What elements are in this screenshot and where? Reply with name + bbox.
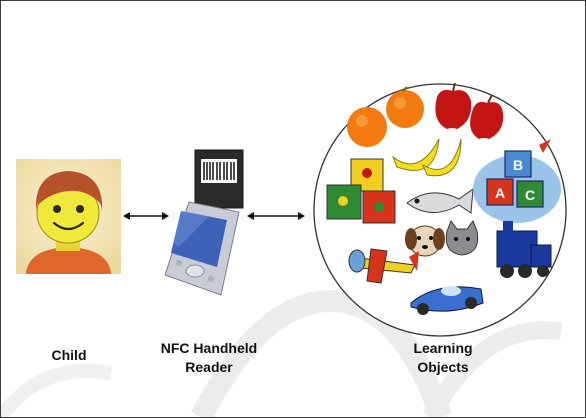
svg-text:A: A: [495, 185, 505, 201]
child-label: Child: [39, 346, 99, 365]
arrow-child-reader: [123, 212, 169, 220]
toy-blocks-icon: [326, 158, 396, 224]
svg-text:C: C: [525, 187, 535, 203]
orange-icon: [347, 86, 424, 147]
nfc-reader-icon: [164, 149, 244, 296]
train-icon: [496, 221, 552, 278]
cat-icon: [445, 219, 479, 256]
svg-text:B: B: [513, 157, 523, 173]
reader-label-line2: Reader: [185, 359, 233, 375]
learning-objects-circle: B A C: [313, 82, 567, 337]
child-label-text: Child: [51, 347, 87, 363]
dog-icon: [405, 225, 445, 257]
objects-label-line2: Objects: [417, 359, 469, 375]
reader-label: NFC Handheld Reader: [149, 339, 269, 377]
objects-label: Learning Objects: [393, 339, 493, 377]
apple-icon: [435, 82, 504, 139]
arrow-reader-objects: [247, 212, 305, 220]
barcode-card-icon: [194, 149, 244, 209]
child-avatar-icon: [16, 159, 121, 274]
airplane-icon: [348, 248, 419, 284]
reader-label-line1: NFC Handheld: [160, 340, 258, 356]
race-car-icon: [410, 286, 484, 315]
fish-icon: [406, 187, 474, 214]
banana-icon: [391, 138, 462, 177]
abc-blocks-icon: B A C: [473, 139, 561, 223]
objects-label-line1: Learning: [413, 340, 473, 356]
